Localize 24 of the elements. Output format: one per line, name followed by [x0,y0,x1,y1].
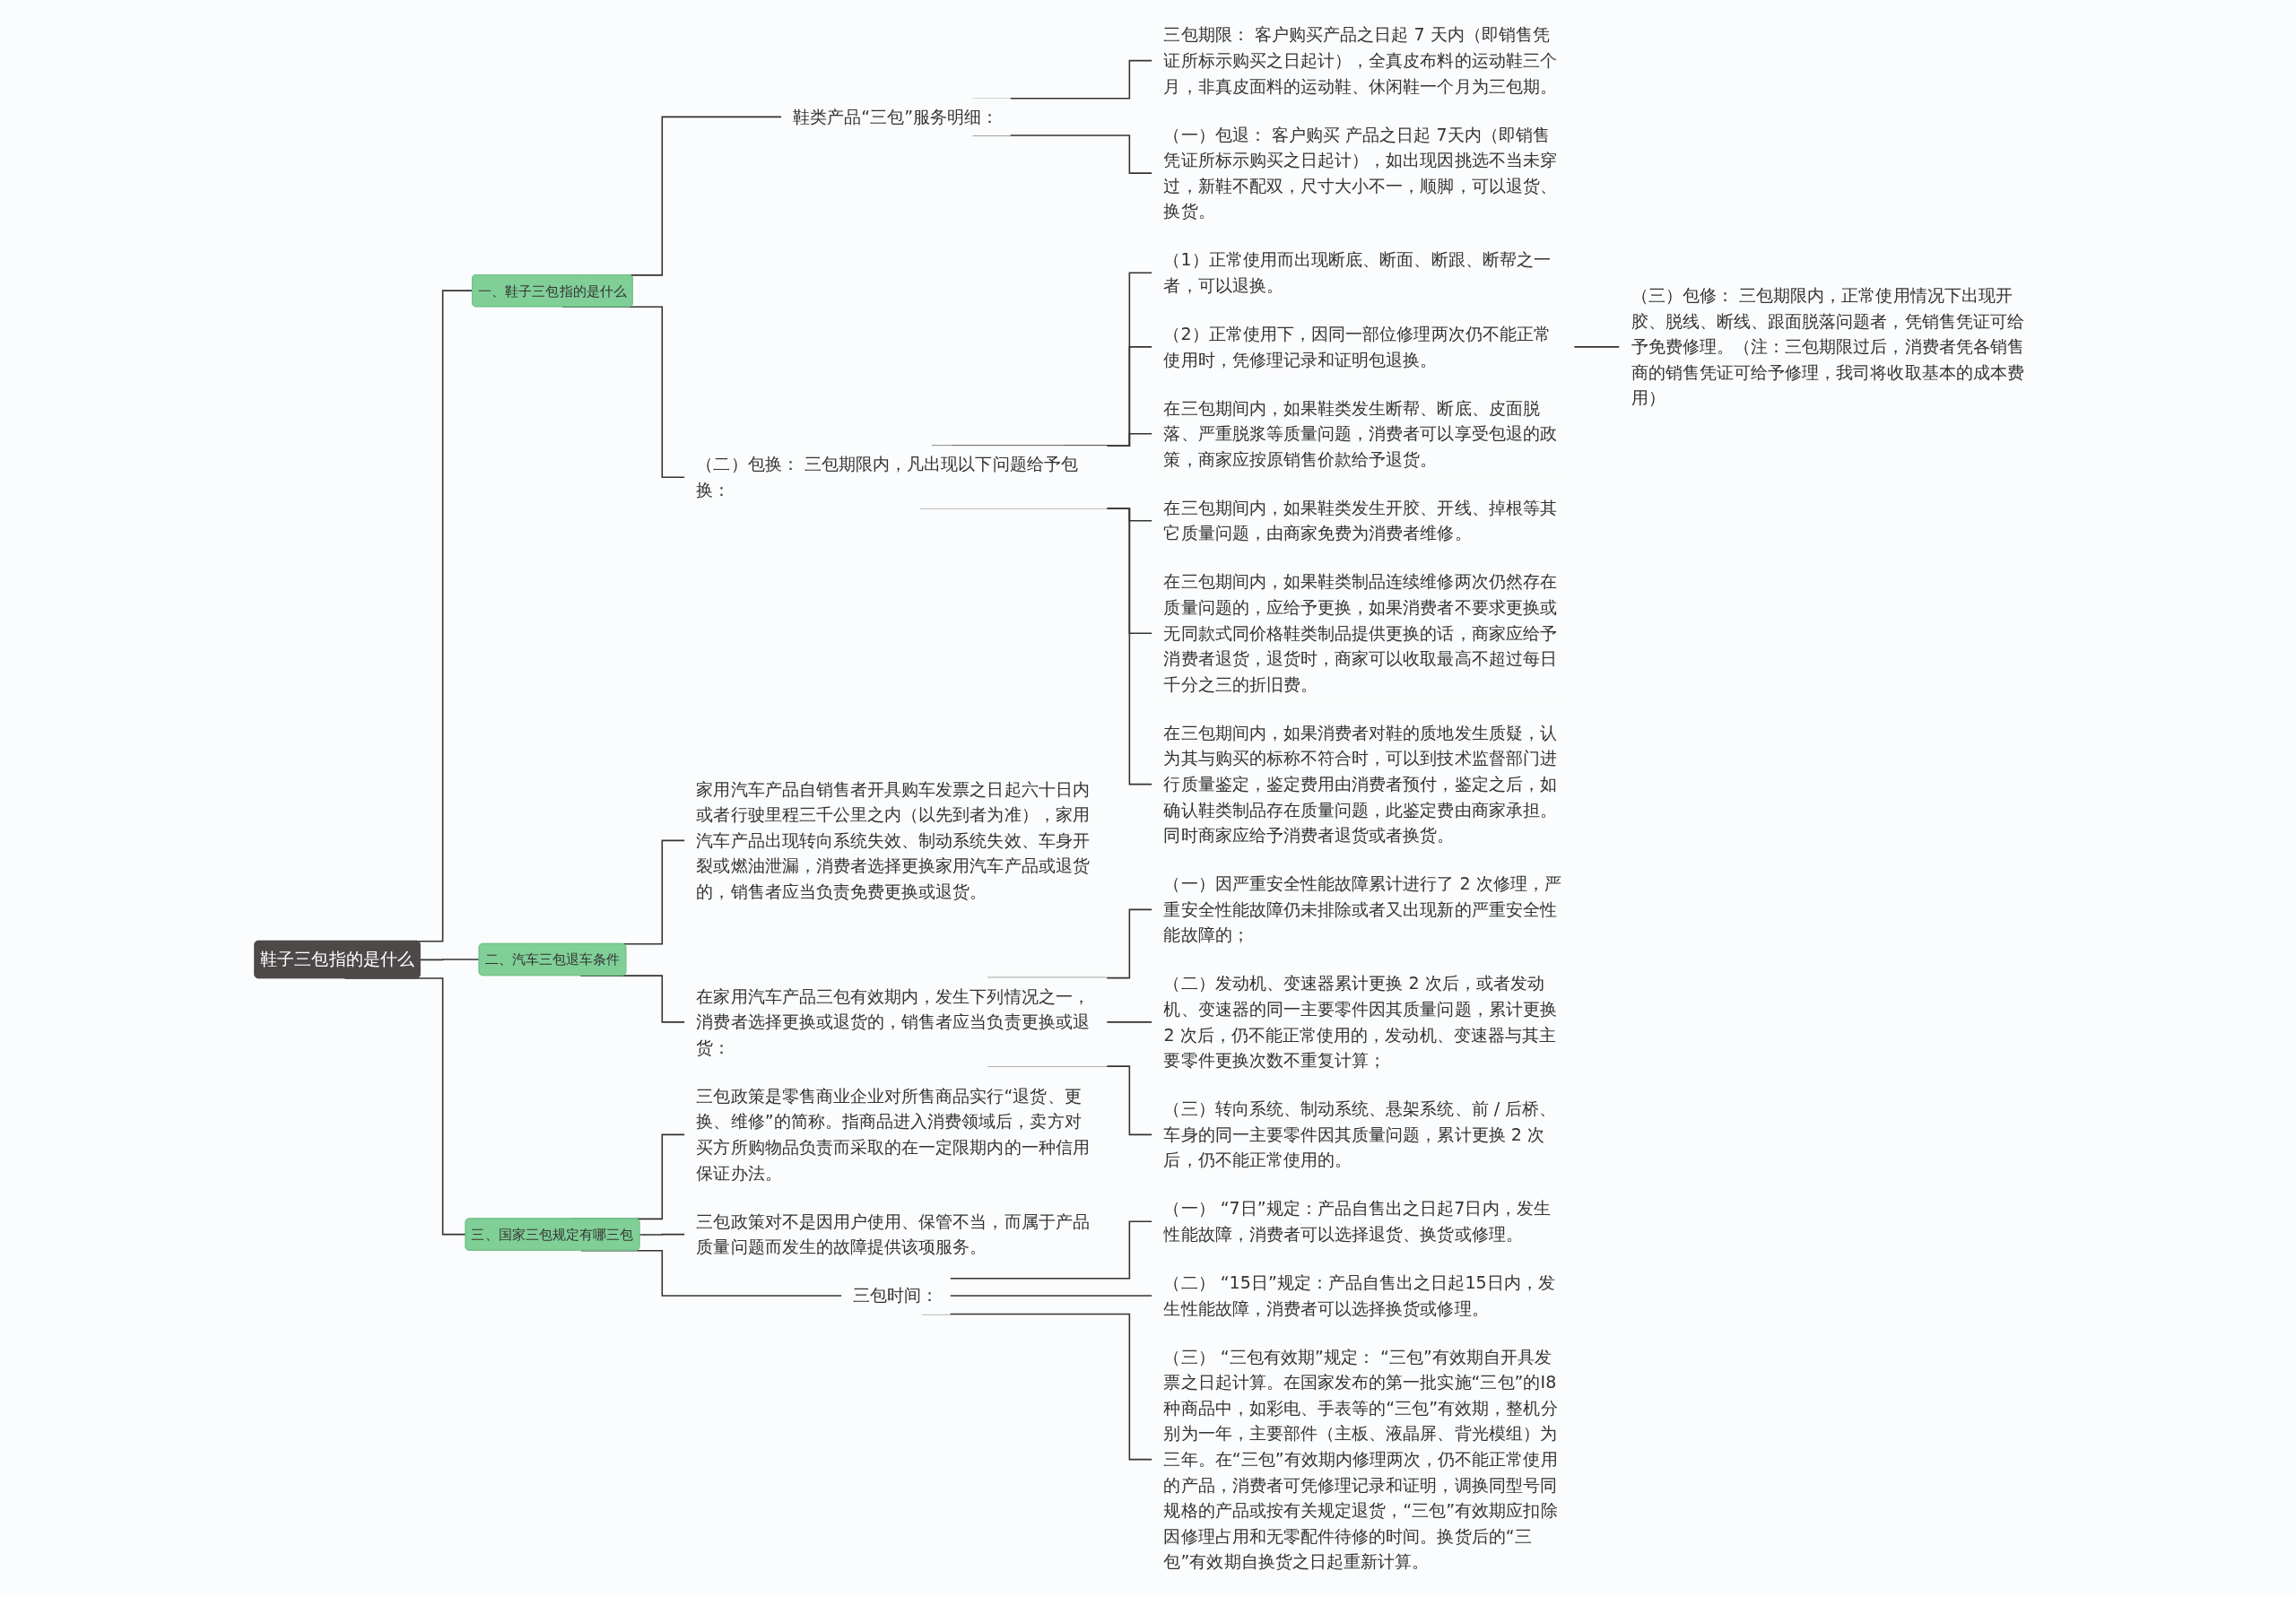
node-text: （1）正常使用而出现断底、断面、断跟、断帮之一者，可以退换。 [1163,249,1552,296]
node-text: 在三包期间内，如果鞋类发生断帮、断底、皮面脱落、严重脱浆等质量问题，消费者可以享受包退的政策，商家应按原销售价款给予退货。 [1163,398,1557,470]
connector [639,1233,686,1236]
node-text: （二）发动机、变速器累计更换 2 次后，或者发动机、变速器的同一主要零件因其质量问题，累计更换 2 次后，仍不能正常使用的，发动机、变速器与其主要零件更换次数不重复计算； [1163,973,1557,1071]
connector [1573,346,1621,348]
node-text: 三包政策是零售商业企业对所售商品实行“退货、更换、维修”的简称。指商品进入消费领域后，卖方对买方所购物品负责而采取的在一定限期内的一种信用保证办法。 [696,1086,1090,1184]
node-text: 在三包期间内，如果消费者对鞋的质地发生质疑，认为其与购买的标称不符合时，可以到技术监督部门进行质量鉴定，鉴定费用由消费者预付，鉴定之后，如确认鞋类制品存在质量问题，此鉴定费由商家承担。同时商家应给予消费者退货或者换货。 [1163,723,1557,846]
node-text: 三包政策对不是因用户使用、保管不当，而属于产品质量问题而发生的故障提供该项服务。 [696,1211,1090,1258]
node-text: （三） “三包有效期”规定： “三包”有效期自开具发票之日起计算。在国家发布的第一批实施“三包”的I8种商品中，如彩电、手表等的“三包”有效期，整机分别为一年，主要部件（主板、液晶屏、背光模组）为三年。在“三包”有效期内修理两次，仍不能正常使用的产品，消费者可凭修理记录和证明，调换同型号同规格的产品或按有关规定退货，“三包”有效期应扣除因修理占用和无零配件待修的时间。换货后的“三包”有效期自换货之日起重新计算。 [1163,1347,1558,1573]
node-text: （一）包退： 客户购买 产品之日起 7天内（即销售凭证所标示购买之日起计），如出现因挑选不当未穿过，新鞋不配双，尺寸大小不一，顺脚，可以退货、换货。 [1163,125,1557,222]
node-text: 家用汽车产品自销售者开具购车发票之日起六十日内或者行驶里程三千公里之内（以先到者为准），家用汽车产品出现转向系统失效、制动系统失效、车身开裂或燃油泄漏，消费者选择更换家用汽车产品或退货的，销售者应当负责免费更换或退货。 [696,779,1090,902]
node-text: 三包期限： 客户购买产品之日起 7 天内（即销售凭证所标示购买之日起计），全真皮布料的运动鞋三个月，非真皮面料的运动鞋、休闲鞋一个月为三包期。 [1163,24,1557,97]
connector [1106,1021,1153,1023]
connector [949,1295,1153,1297]
node-text: （一） “7日”规定：产品自售出之日起7日内，发生性能故障，消费者可以选择退货、换货或修理。 [1163,1198,1551,1245]
node-text: （三）转向系统、制动系统、悬架系统、前 / 后桥、车身的同一主要零件因其质量问题，累计更换 2 次后，仍不能正常使用的。 [1163,1098,1557,1171]
connector [949,1220,1153,1280]
node-text: （2）正常使用下，因同一部位修理两次仍不能正常使用时，凭修理记录和证明包退换。 [1163,324,1552,370]
node-text: 在三包期间内，如果鞋类制品连续维修两次仍然存在质量问题的，应给予更换，如果消费者不要求更换或无同款式同价格鞋类制品提供更换的话，商家应给予消费者退货，退货时，商家可以收取最高不超过每日千分之三的折旧费。 [1163,571,1557,695]
node-text: （一）因严重安全性能故障累计进行了 2 次修理，严重安全性能故障仍未排除或者又出现新的严重安全性能故障的； [1163,873,1562,946]
node-text: （三）包修： 三包期限内，正常使用情况下出现开胶、脱线、断线、跟面脱落问题者，凭销售凭证可给予免费修理。（注：三包期限过后，消费者凭各销售商的销售凭证可给予修理，我司将收取基本的成本费用） [1631,285,2024,409]
connector [419,959,481,961]
node-text: 在三包期间内，如果鞋类发生开胶、开线、掉根等其它质量问题，由商家免费为消费者维修。 [1163,498,1557,544]
node-text: （二） “15日”规定：产品自售出之日起15日内，发生性能故障，消费者可以选择换货或修理。 [1163,1272,1556,1319]
